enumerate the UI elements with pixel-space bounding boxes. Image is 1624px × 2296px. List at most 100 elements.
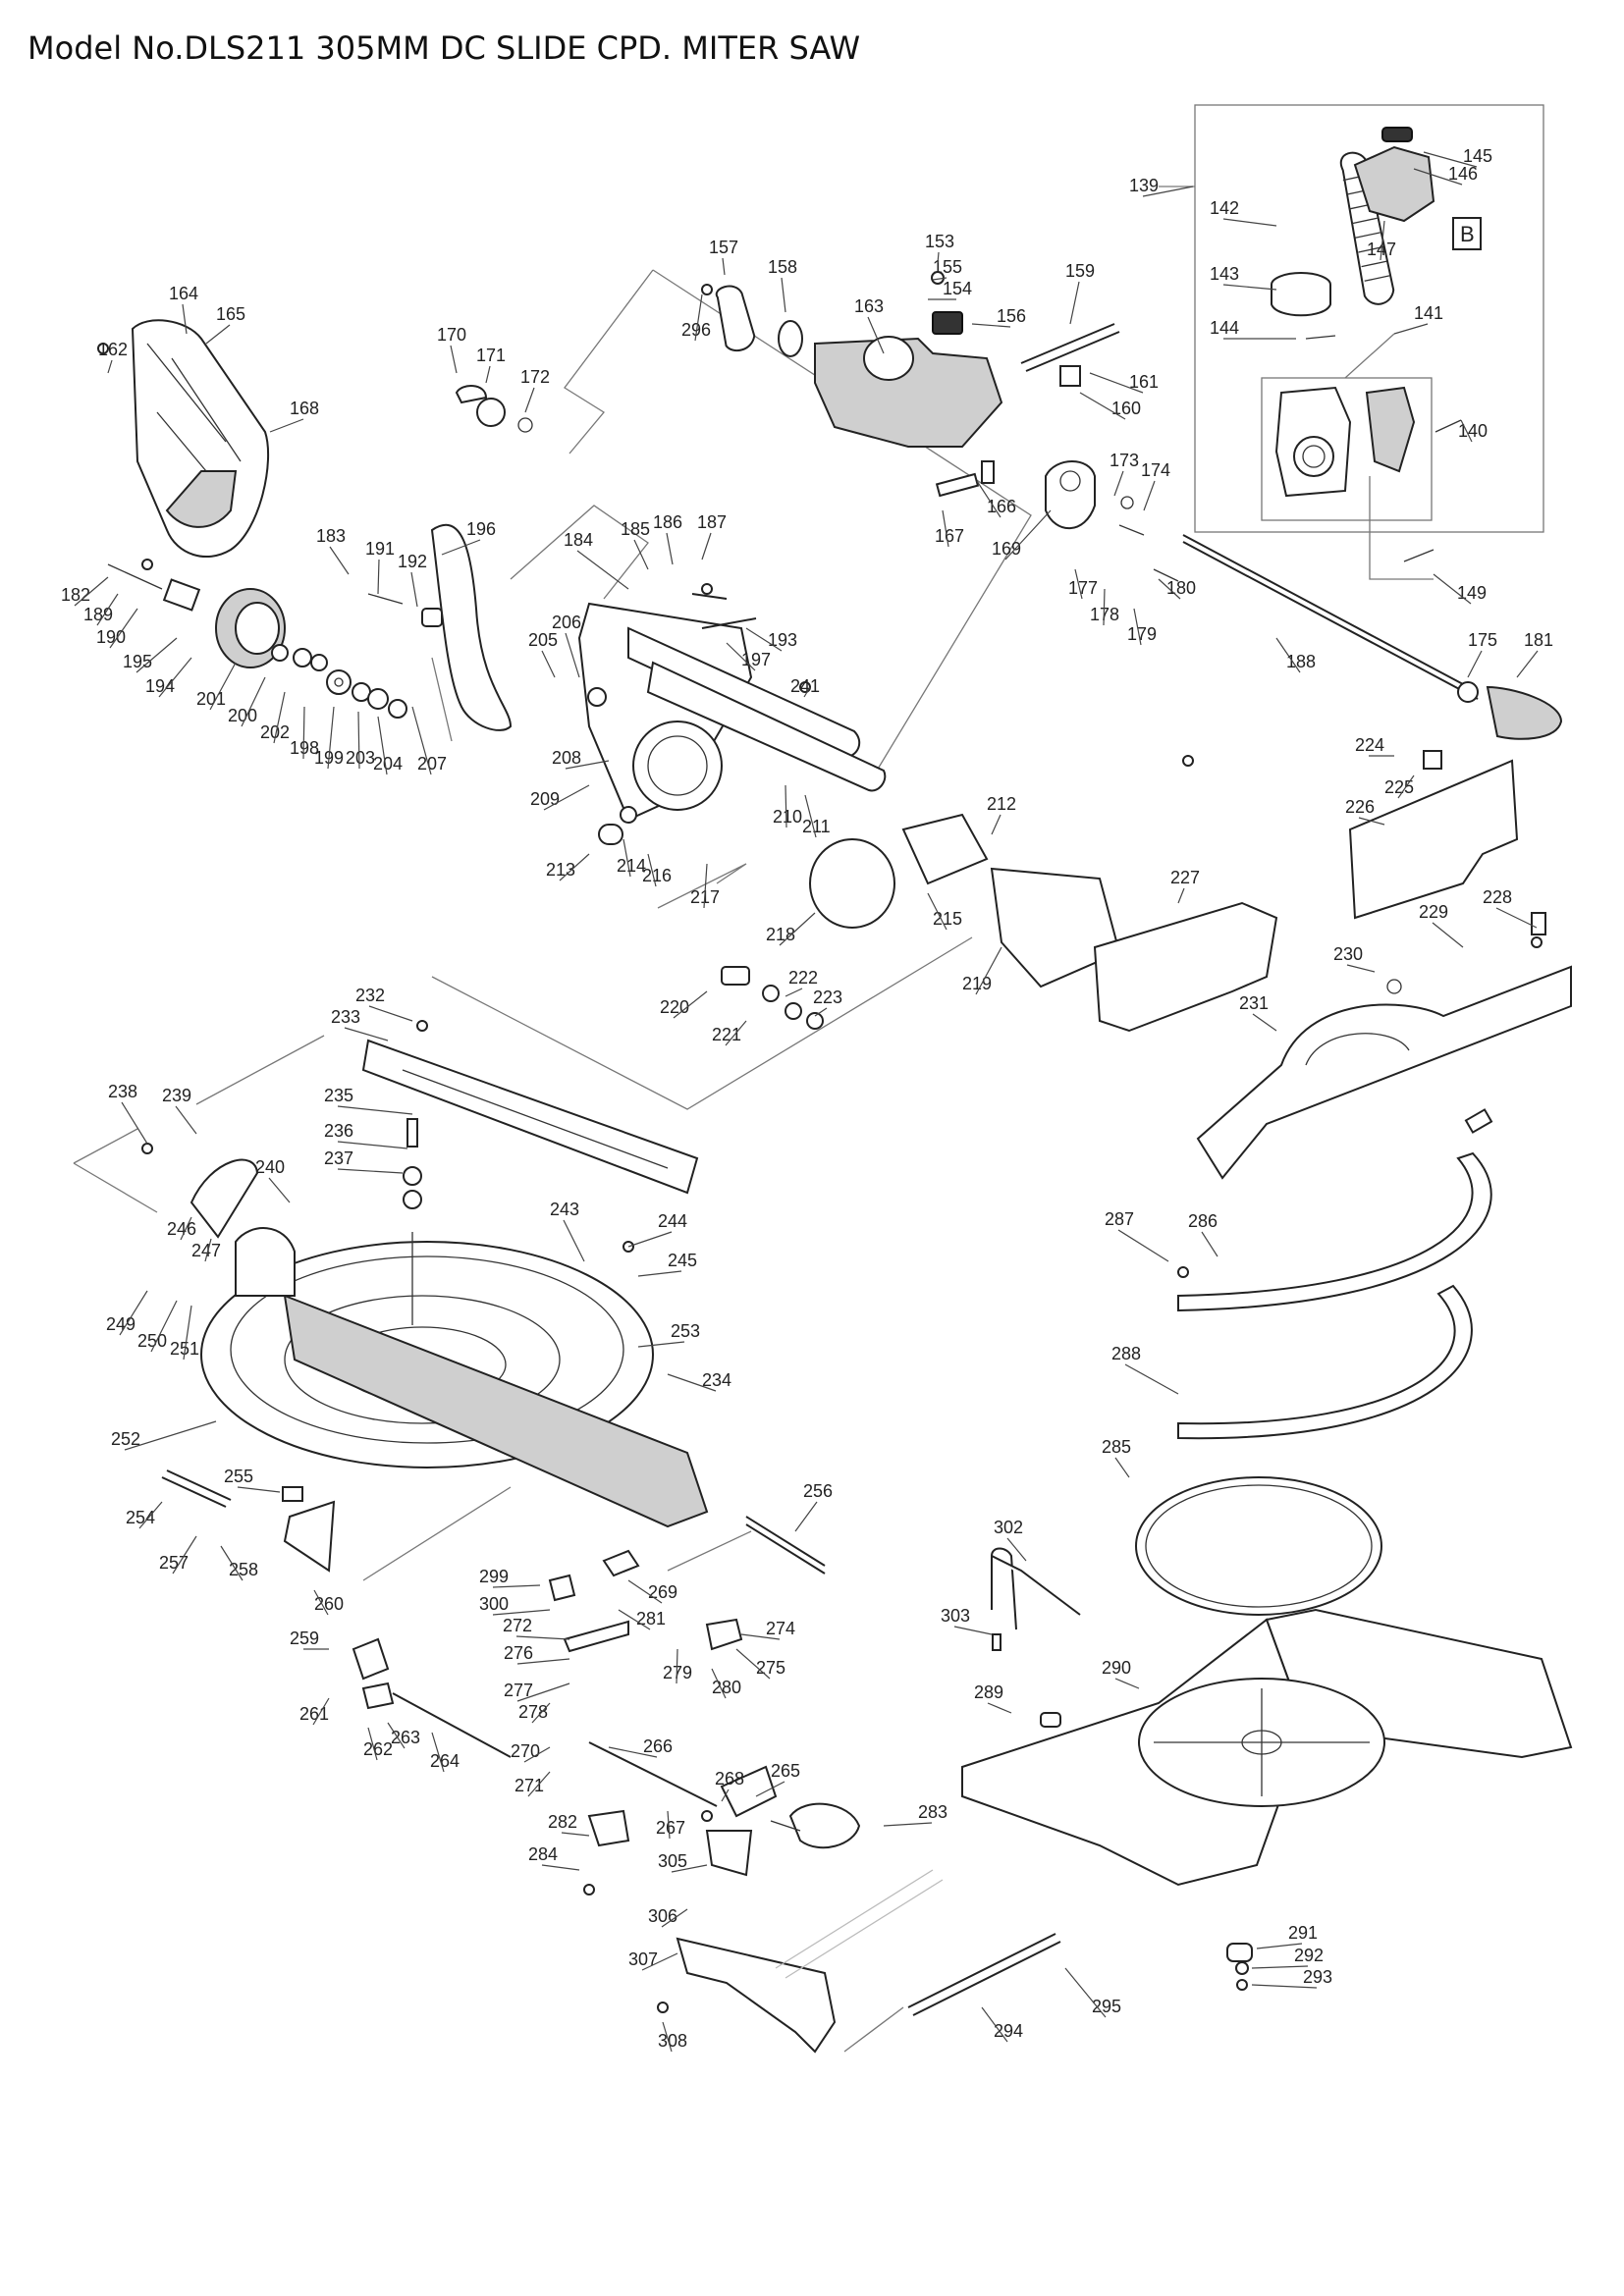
leader-302 [1006, 1537, 1027, 1562]
leader-289 [987, 1702, 1012, 1714]
part-label-142: 142 [1210, 198, 1239, 218]
leader-269 [627, 1579, 663, 1604]
part-label-188: 188 [1286, 652, 1316, 671]
leader-187 [701, 532, 712, 561]
part-label-284: 284 [528, 1844, 558, 1864]
group-outlines [73, 104, 1544, 2053]
part-label-161: 161 [1129, 372, 1159, 392]
leader-200 [241, 676, 266, 727]
part-label-214: 214 [617, 856, 646, 876]
leader-229 [1432, 922, 1464, 948]
part-label-178: 178 [1090, 605, 1119, 624]
leader-191 [377, 559, 380, 595]
part-label-159: 159 [1065, 261, 1095, 281]
part-label-259: 259 [290, 1629, 319, 1648]
leader-180 [1158, 578, 1181, 600]
leader-308 [662, 2021, 673, 2053]
leader-185 [633, 539, 649, 570]
leader-164 [182, 303, 188, 335]
leader-214 [623, 838, 631, 878]
part-label-211: 211 [802, 817, 831, 836]
part-label-266: 266 [643, 1736, 673, 1756]
part-label-295: 295 [1092, 1997, 1121, 2016]
part-label-260: 260 [314, 1594, 344, 1614]
leader-lines [74, 151, 1539, 2053]
part-label-180: 180 [1166, 578, 1196, 598]
part-label-212: 212 [987, 794, 1016, 814]
part-label-213: 213 [546, 860, 575, 880]
part-label-270: 270 [511, 1741, 540, 1761]
part-label-169: 169 [992, 539, 1021, 559]
leader-280 [711, 1668, 727, 1699]
leader-303 [953, 1626, 993, 1635]
part-label-292: 292 [1294, 1946, 1324, 1965]
part-label-216: 216 [642, 866, 672, 885]
leader-235 [337, 1105, 413, 1115]
leader-233 [344, 1027, 389, 1041]
leader-166 [976, 480, 1001, 518]
leader-243 [563, 1219, 585, 1262]
part-label-155: 155 [933, 257, 962, 277]
part-label-306: 306 [648, 1906, 677, 1926]
leader-291 [1256, 1943, 1303, 1949]
part-label-210: 210 [773, 807, 802, 827]
part-label-139: 139 [1129, 176, 1159, 195]
part-label-203: 203 [346, 748, 375, 768]
part-label-187: 187 [697, 512, 727, 532]
part-label-193: 193 [768, 630, 797, 650]
part-label-222: 222 [788, 968, 818, 988]
part-label-221: 221 [712, 1025, 741, 1044]
part-label-175: 175 [1468, 630, 1497, 650]
turn-base [189, 1158, 709, 1528]
part-label-269: 269 [648, 1582, 677, 1602]
part-label-283: 283 [918, 1802, 947, 1822]
part-label-141: 141 [1414, 303, 1443, 323]
part-label-164: 164 [169, 284, 198, 303]
part-label-174: 174 [1141, 460, 1170, 480]
leader-227 [1177, 887, 1185, 904]
leader-305 [671, 1864, 708, 1873]
leader-281 [618, 1609, 651, 1630]
part-label-239: 239 [162, 1086, 191, 1105]
leader-294 [981, 2006, 1008, 2043]
part-drawings [97, 127, 1573, 2054]
part-label-256: 256 [803, 1481, 833, 1501]
leader-206 [565, 632, 580, 678]
leader-204 [377, 716, 388, 775]
part-label-300: 300 [479, 1594, 509, 1614]
part-label-290: 290 [1102, 1658, 1131, 1678]
part-label-172: 172 [520, 367, 550, 387]
part-label-219: 219 [962, 974, 992, 993]
part-label-276: 276 [504, 1643, 533, 1663]
part-label-275: 275 [756, 1658, 785, 1678]
dust-nozzle-subgroup-box [1261, 377, 1433, 521]
part-label-287: 287 [1105, 1209, 1134, 1229]
part-label-252: 252 [111, 1429, 140, 1449]
part-label-240: 240 [255, 1157, 285, 1177]
leader-153 [937, 251, 940, 264]
leader-159 [1069, 281, 1080, 325]
base-assembly [907, 1151, 1573, 2016]
leader-228 [1495, 907, 1538, 929]
leader-163 [867, 316, 885, 354]
part-label-303: 303 [941, 1606, 970, 1626]
leader-194 [158, 657, 192, 698]
leader-284 [541, 1864, 580, 1871]
leader-182 [74, 576, 109, 607]
leader-195 [135, 637, 178, 673]
leader-287 [1117, 1229, 1169, 1262]
part-label-177: 177 [1068, 578, 1098, 598]
leader-223 [814, 1007, 828, 1017]
leader-209 [543, 784, 590, 811]
leader-271 [527, 1771, 551, 1797]
leader-237 [337, 1168, 404, 1174]
callout-box [1452, 217, 1482, 250]
part-label-280: 280 [712, 1678, 741, 1697]
part-label-305: 305 [658, 1851, 687, 1871]
leader-262 [367, 1727, 378, 1761]
part-label-261: 261 [299, 1704, 329, 1724]
part-label-209: 209 [530, 789, 560, 809]
part-label-308: 308 [658, 2031, 687, 2051]
fence-assembly [721, 750, 1572, 1180]
